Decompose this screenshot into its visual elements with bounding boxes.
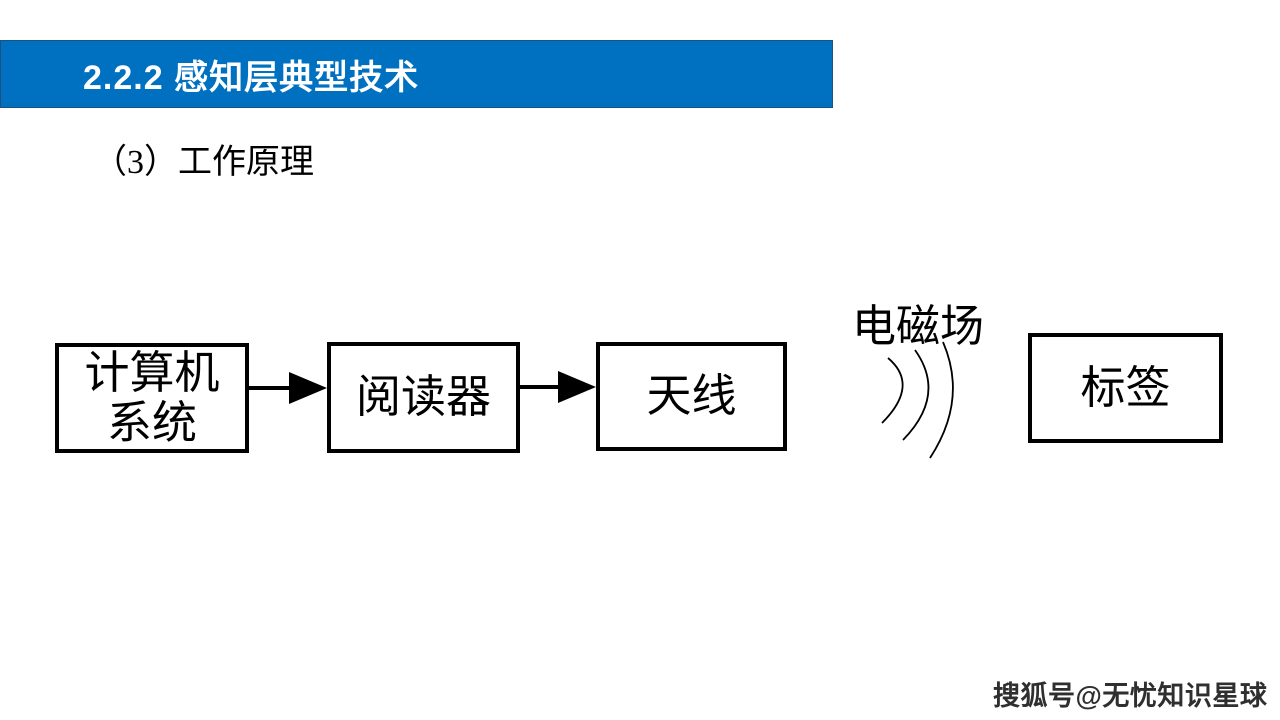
- box-antenna: 天线: [596, 342, 787, 451]
- right-arrow-icon: [558, 371, 596, 403]
- header-bar: 2.2.2 感知层典型技术: [0, 40, 833, 108]
- subtitle: （3）工作原理: [93, 144, 314, 181]
- watermark: 搜狐号@无忧知识星球: [993, 681, 1268, 711]
- box-tag-label: 标签: [1080, 362, 1171, 413]
- box-antenna-label: 天线: [646, 371, 737, 422]
- box-reader: 阅读器: [327, 342, 520, 453]
- box-computer-system-label: 计算机 系统: [84, 347, 220, 448]
- radio-waves-icon: [881, 341, 954, 459]
- em-field-label: 电磁场: [852, 302, 984, 351]
- box-computer-system: 计算机 系统: [55, 343, 249, 453]
- box-reader-label: 阅读器: [355, 372, 491, 423]
- right-arrow-icon: [289, 372, 327, 404]
- box-tag: 标签: [1028, 333, 1223, 443]
- slide-title: 2.2.2 感知层典型技术: [83, 58, 420, 97]
- flow-arrow-line: [249, 386, 291, 390]
- flow-arrow-line: [520, 385, 560, 389]
